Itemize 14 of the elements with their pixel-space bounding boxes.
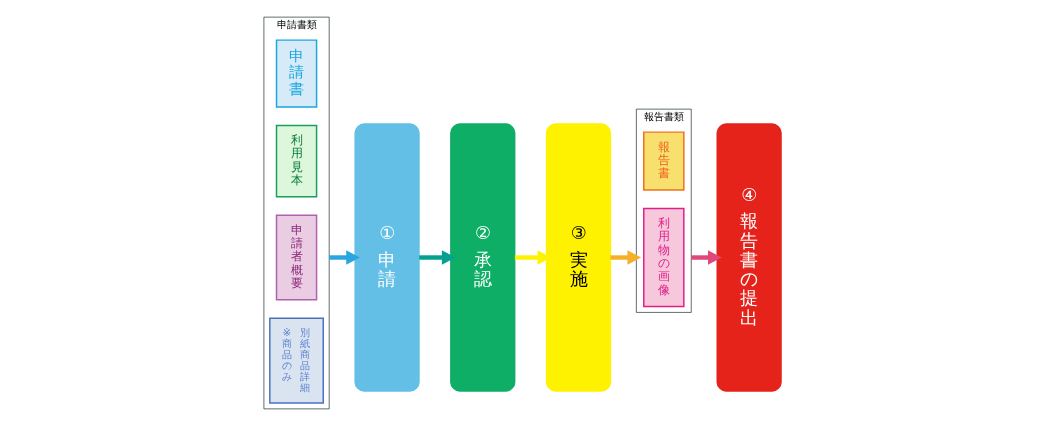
node-box: 申請者概要	[275, 214, 318, 301]
node-box: ※商品のみ 別紙商品詳細	[269, 317, 324, 404]
arrow	[691, 250, 722, 265]
node-box: 利用物の画像	[643, 207, 685, 308]
arrow	[610, 250, 642, 265]
node-box: ② 承認	[450, 123, 516, 392]
node-box: ① 申請	[354, 123, 420, 392]
arrow	[419, 250, 456, 265]
node-box: 申請書	[275, 39, 318, 108]
node-box: 報告書	[643, 131, 685, 191]
arrow	[329, 250, 360, 265]
node-box: ④ 報告書の提出	[716, 123, 782, 392]
node-box: 利用見本	[275, 124, 318, 198]
node-box: ③ 実施	[545, 123, 612, 392]
